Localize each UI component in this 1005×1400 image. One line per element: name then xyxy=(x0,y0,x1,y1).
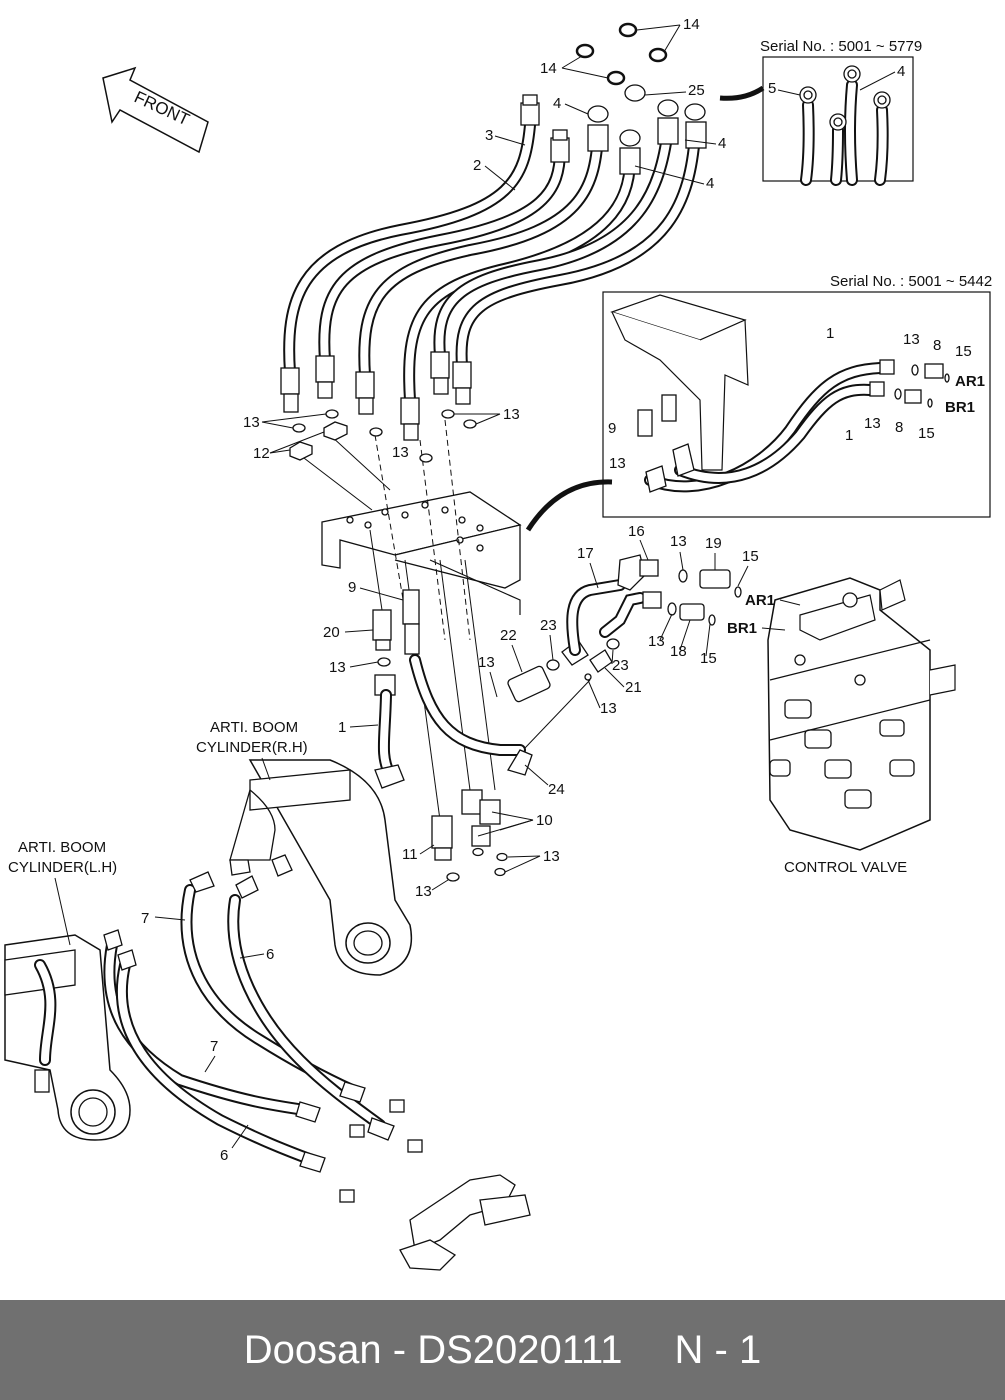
port-ar1: AR1 xyxy=(745,592,775,609)
inset-mid-callout-15a: 15 xyxy=(955,343,972,360)
callout-9: 9 xyxy=(348,579,356,596)
bolt-group xyxy=(289,409,477,463)
callout-20: 20 xyxy=(323,624,340,641)
callout-4c: 4 xyxy=(706,175,714,192)
rh-cylinder xyxy=(229,759,413,976)
callout-13i: 13 xyxy=(543,848,560,865)
inset-mid-callout-15b: 15 xyxy=(918,425,935,442)
inset-top-serial: Serial No. : 5001 ~ 5779 xyxy=(760,38,922,55)
callout-4a: 4 xyxy=(553,95,561,112)
callout-12: 12 xyxy=(253,445,270,462)
caption-rh-cylinder-2: CYLINDER(R.H) xyxy=(196,739,308,756)
callout-11: 11 xyxy=(402,846,418,863)
callout-6b: 6 xyxy=(220,1147,228,1164)
callout-7a: 7 xyxy=(141,910,149,927)
front-arrow-icon: FRONT xyxy=(102,66,209,154)
footer-bar: Doosan - DS2020111 N - 1 xyxy=(0,1300,1005,1400)
upper-hose-bundle xyxy=(280,22,707,441)
callout-13c: 13 xyxy=(392,444,409,461)
callout-22: 22 xyxy=(500,627,517,644)
inset-mid-callout-13a: 13 xyxy=(903,331,920,348)
port-br1: BR1 xyxy=(727,620,757,637)
callout-14a: 14 xyxy=(683,16,700,33)
caption-lh-cylinder-2: CYLINDER(L.H) xyxy=(8,859,117,876)
inset-top-callout-4: 4 xyxy=(897,63,905,80)
hose-assembly-diagram: FRONT Serial No. : 5001 ~ 5779 5 4 xyxy=(4,16,992,1271)
inset-mid-callout-8a: 8 xyxy=(933,337,941,354)
footer-part-number: DS2020111 xyxy=(417,1327,623,1372)
inset-mid-port-br1: BR1 xyxy=(945,399,975,416)
callout-6a: 6 xyxy=(266,946,274,963)
caption-rh-cylinder-1: ARTI. BOOM xyxy=(210,719,298,736)
callout-13e: 13 xyxy=(478,654,495,671)
callout-24: 24 xyxy=(548,781,565,798)
inset-mid-port-ar1: AR1 xyxy=(955,373,985,390)
callout-13f: 13 xyxy=(600,700,617,717)
inset-serial-5001-5442: Serial No. : 5001 ~ 5442 1 13 8 15 AR1 B… xyxy=(525,273,992,532)
callout-labels: 14 14 25 4 4 4 3 2 13 13 12 13 9 20 13 1 xyxy=(141,16,801,1164)
callout-1: 1 xyxy=(338,719,346,736)
callout-13j: 13 xyxy=(415,883,432,900)
lh-cylinder xyxy=(4,934,131,1141)
footer-separator: - xyxy=(381,1327,418,1372)
lower-hose-bundle xyxy=(103,854,531,1271)
pipe-assembly xyxy=(566,554,742,656)
callout-19: 19 xyxy=(705,535,722,552)
callout-18: 18 xyxy=(670,643,687,660)
lower-fittings xyxy=(431,789,508,882)
callout-15b: 15 xyxy=(700,650,717,667)
callout-23b: 23 xyxy=(612,657,629,674)
inset-mid-callout-1b: 1 xyxy=(845,427,853,444)
callout-25: 25 xyxy=(688,82,705,99)
inset-mid-callout-13b: 13 xyxy=(864,415,881,432)
center-fittings xyxy=(507,638,620,776)
callout-13d: 13 xyxy=(329,659,346,676)
callout-16: 16 xyxy=(628,523,645,540)
inset-serial-5001-5779: Serial No. : 5001 ~ 5779 5 4 xyxy=(719,38,922,186)
callout-2: 2 xyxy=(473,157,481,174)
inset-mid-serial: Serial No. : 5001 ~ 5442 xyxy=(830,273,992,290)
callout-4b: 4 xyxy=(718,135,726,152)
callout-15a: 15 xyxy=(742,548,759,565)
inset-mid-callout-8b: 8 xyxy=(895,419,903,436)
captions: ARTI. BOOM CYLINDER(R.H) ARTI. BOOM CYLI… xyxy=(8,719,907,946)
callout-7b: 7 xyxy=(210,1038,218,1055)
callout-13a: 13 xyxy=(243,414,260,431)
callout-13h: 13 xyxy=(648,633,665,650)
left-fittings xyxy=(372,589,526,789)
caption-control-valve: CONTROL VALVE xyxy=(784,859,907,876)
inset-top-callout-5: 5 xyxy=(768,80,776,97)
callout-21: 21 xyxy=(625,679,642,696)
inset-mid-callout-13c: 13 xyxy=(609,455,626,472)
inset-mid-callout-9: 9 xyxy=(608,420,616,437)
callout-13g: 13 xyxy=(670,533,687,550)
callout-10: 10 xyxy=(536,812,553,829)
callout-14b: 14 xyxy=(540,60,557,77)
footer-page: N - 1 xyxy=(674,1327,762,1372)
footer-brand: Doosan xyxy=(243,1327,382,1372)
caption-lh-cylinder-1: ARTI. BOOM xyxy=(18,839,106,856)
callout-3: 3 xyxy=(485,127,493,144)
inset-mid-callout-1a: 1 xyxy=(826,325,834,342)
control-valve xyxy=(767,577,956,851)
callout-23a: 23 xyxy=(540,617,557,634)
callout-13b: 13 xyxy=(503,406,520,423)
mounting-bracket xyxy=(321,491,522,615)
callout-17: 17 xyxy=(577,545,594,562)
